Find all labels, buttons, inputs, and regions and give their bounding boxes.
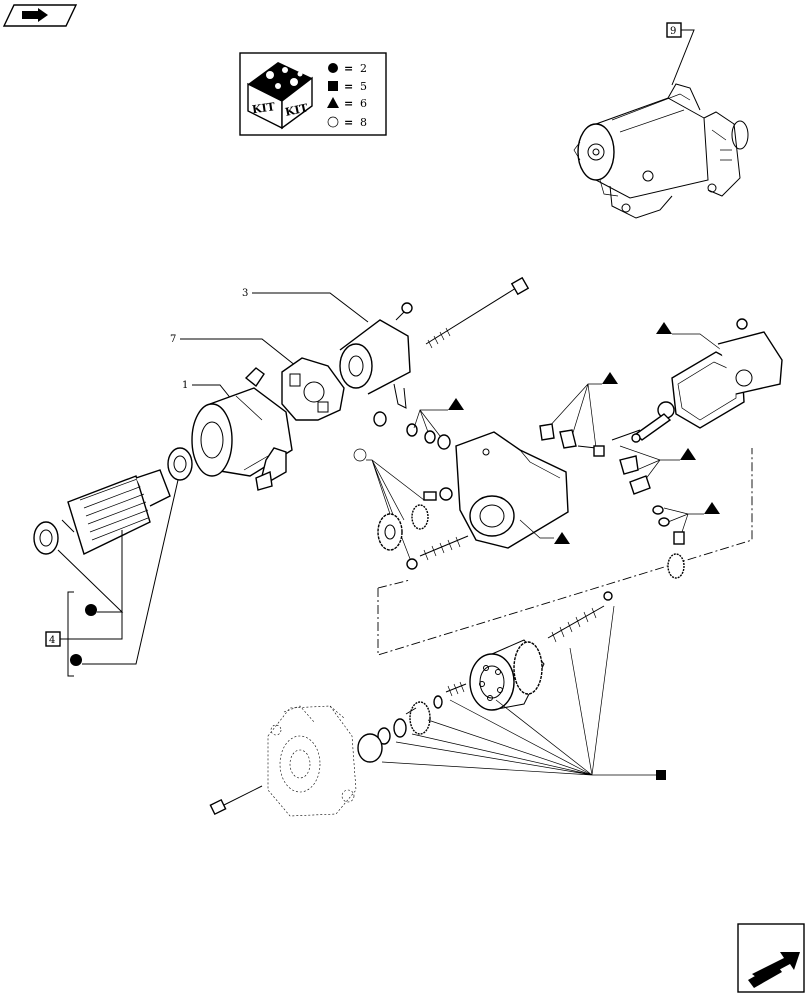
callout-9-label: 9 bbox=[670, 26, 676, 37]
mounting-bolt bbox=[209, 785, 263, 816]
through-bolt bbox=[425, 276, 530, 349]
overrunning-clutch bbox=[469, 639, 545, 711]
kit-label-right: KIT bbox=[284, 101, 310, 119]
contact-parts bbox=[611, 429, 651, 495]
legend-value: 8 bbox=[360, 116, 367, 129]
idler-gear bbox=[411, 487, 453, 530]
bearing-left bbox=[33, 521, 59, 555]
triangle-marker-5 bbox=[663, 502, 720, 539]
terminal-bolts bbox=[539, 423, 605, 457]
legend-value: 6 bbox=[360, 97, 367, 110]
legend-row-triangle-filled: = 6 bbox=[327, 97, 367, 110]
pinion-shaft bbox=[603, 553, 685, 601]
group-outline bbox=[377, 448, 753, 656]
kit-legend: KIT KIT = 2 = 5 = 6 = 8 bbox=[239, 52, 387, 136]
callout-7-label: 7 bbox=[170, 334, 176, 345]
triangle-marker-1 bbox=[413, 398, 464, 437]
next-page-arrow-icon[interactable] bbox=[737, 923, 805, 993]
filled-circle-icon bbox=[70, 654, 82, 666]
open-circle-icon bbox=[327, 116, 339, 128]
callout-1[interactable]: 1 bbox=[182, 380, 233, 401]
callout-3[interactable]: 3 bbox=[242, 288, 369, 323]
callout-4[interactable]: 4 bbox=[45, 479, 179, 677]
armature bbox=[61, 469, 171, 555]
return-spring bbox=[419, 535, 469, 561]
legend-row-circle-filled: = 2 bbox=[328, 62, 367, 75]
brush-holder bbox=[244, 357, 345, 421]
filled-triangle-icon bbox=[327, 97, 339, 108]
o-rings-small bbox=[373, 411, 451, 450]
callout-7[interactable]: 7 bbox=[170, 334, 297, 367]
triangle-marker-6 bbox=[519, 519, 570, 544]
yoke bbox=[191, 387, 293, 491]
small-spring bbox=[445, 681, 467, 697]
filled-circle-icon bbox=[328, 63, 338, 73]
legend-equals: = bbox=[344, 62, 353, 75]
filled-circle-icon bbox=[85, 604, 97, 616]
book-arrow-icon[interactable] bbox=[2, 4, 78, 27]
square-marker bbox=[381, 605, 666, 780]
legend-row-square-filled: = 5 bbox=[328, 80, 367, 93]
pinion-gear bbox=[405, 701, 431, 735]
end-frame bbox=[339, 319, 411, 409]
retainer-rings bbox=[357, 695, 443, 763]
callout-3-label: 3 bbox=[242, 288, 248, 299]
triangle-marker-2 bbox=[547, 372, 618, 449]
filled-square-icon bbox=[328, 81, 338, 91]
callout-4-label: 4 bbox=[49, 635, 55, 646]
legend-equals: = bbox=[344, 97, 353, 110]
legend-equals: = bbox=[344, 80, 353, 93]
solenoid-cover bbox=[671, 318, 783, 429]
clutch-spring bbox=[547, 605, 605, 643]
callout-9[interactable]: 9 bbox=[666, 22, 695, 86]
starter-motor-assembly bbox=[573, 83, 749, 219]
small-screw bbox=[395, 302, 413, 321]
drive-housing-ghost bbox=[267, 705, 357, 817]
kit-label-left: KIT bbox=[251, 100, 276, 116]
nuts-washers bbox=[652, 505, 685, 545]
callout-1-label: 1 bbox=[182, 380, 188, 391]
open-circle-marker bbox=[353, 448, 425, 565]
legend-row-circle-open: = 8 bbox=[327, 116, 367, 129]
legend-value: 5 bbox=[360, 80, 367, 93]
legend-value: 2 bbox=[360, 62, 367, 75]
bearing-right bbox=[167, 447, 193, 481]
triangle-marker-4 bbox=[656, 322, 725, 353]
legend-equals: = bbox=[344, 116, 353, 129]
reduction-gear bbox=[377, 513, 403, 551]
solenoid-housing bbox=[455, 431, 569, 549]
plunger bbox=[631, 401, 675, 443]
ball bbox=[406, 558, 418, 570]
kit-box-icon: KIT KIT bbox=[247, 62, 313, 130]
